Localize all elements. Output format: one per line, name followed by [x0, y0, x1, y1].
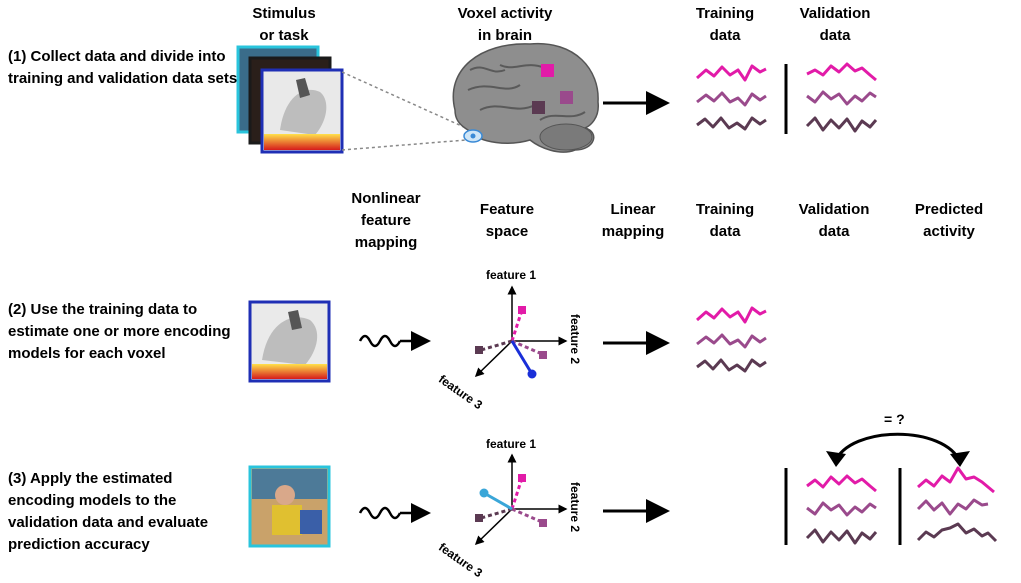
feature-axes-row3 [474, 453, 568, 546]
header-predicted-activity: Predicted activity [914, 201, 984, 240]
validation-traces-row3 [805, 474, 878, 545]
stimulus-row3 [248, 465, 331, 548]
squiggle-arrow-row3 [358, 506, 402, 520]
step-1-text: (1) Collect data and divide into trainin… [8, 48, 238, 87]
stimulus-row2 [248, 300, 331, 383]
voxel-dark [532, 101, 545, 114]
header-nonlinear-mapping: Nonlinear feature mapping [351, 190, 421, 251]
validation-traces-row1 [805, 62, 878, 133]
header-training-mid: Training data [695, 201, 755, 240]
eye-icon [463, 129, 483, 143]
axis-feature2-row2: feature 2 [568, 314, 582, 365]
predicted-traces-row3 [916, 466, 998, 543]
view-line-upper [341, 71, 467, 129]
training-traces-row1 [696, 64, 767, 131]
header-validation-top: Validation data [799, 5, 871, 44]
voxel-purple [560, 91, 573, 104]
brain-illustration [452, 42, 599, 153]
comparison-curve [833, 432, 962, 463]
voxel-magenta [541, 64, 554, 77]
header-validation-mid: Validation data [798, 201, 870, 240]
axis-feature1-row2: feature 1 [486, 268, 537, 282]
squiggle-arrow-row2 [358, 334, 402, 348]
comparison-label: = ? [884, 411, 905, 427]
axis-feature2-row3: feature 2 [568, 482, 582, 533]
header-stimulus: Stimulus or task [252, 5, 316, 44]
step-2-text: (2) Use the training data to estimate on… [8, 301, 231, 362]
horse-sketch [280, 89, 327, 135]
header-linear-mapping: Linear mapping [601, 201, 665, 240]
header-voxel-activity: Voxel activity in brain [457, 5, 553, 44]
training-traces-row2 [696, 306, 767, 373]
stimulus-stack [236, 45, 344, 154]
rider-sketch [296, 78, 310, 98]
header-training-top: Training data [695, 5, 755, 44]
view-line-lower [341, 139, 467, 151]
flames [264, 134, 340, 150]
axis-feature1-row3: feature 1 [486, 437, 537, 451]
step-3-text: (3) Apply the estimated encoding models … [8, 470, 209, 553]
header-feature-space: Feature space [479, 201, 535, 240]
feature-axes-row2 [474, 285, 568, 379]
